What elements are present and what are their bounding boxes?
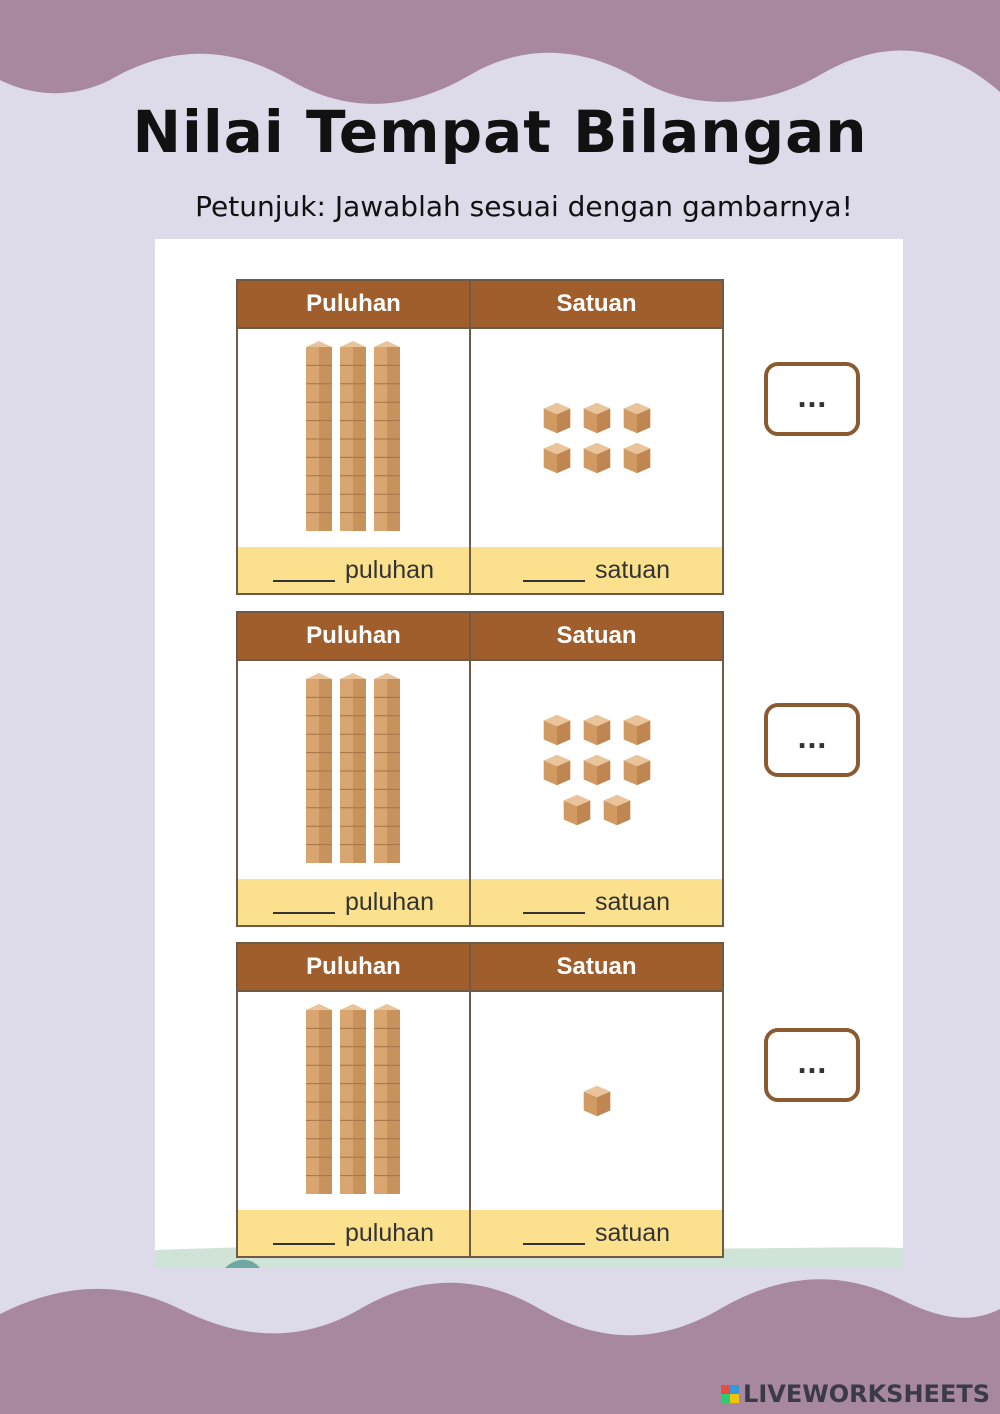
answer-box[interactable]: ...: [764, 362, 860, 436]
column-divider: [469, 613, 471, 925]
ones-answer-line[interactable]: satuan: [471, 879, 722, 925]
tens-footer-label: puluhan: [345, 555, 434, 584]
place-value-table: Puluhan Satuan puluhan satuan: [236, 611, 724, 927]
ones-footer-label: satuan: [594, 1218, 671, 1247]
unit-cube: [543, 714, 570, 746]
unit-cube: [583, 714, 610, 746]
unit-cube: [603, 794, 630, 826]
bottom-wave-decoration: [0, 1279, 1000, 1414]
ones-answer-line[interactable]: satuan: [471, 1210, 722, 1256]
logo-text: LIVEWORKSHEETS: [743, 1380, 990, 1408]
tens-rod: [340, 1004, 366, 1194]
unit-cube: [583, 402, 610, 434]
tens-answer-line[interactable]: puluhan: [238, 879, 469, 925]
tens-rod: [374, 1004, 400, 1194]
unit-cube: [583, 1085, 610, 1117]
place-value-table: Puluhan Satuan puluhan satuan: [236, 942, 724, 1258]
blank-line[interactable]: [273, 890, 335, 914]
unit-cube: [583, 442, 610, 474]
tens-rod: [374, 673, 400, 863]
unit-cube: [623, 754, 650, 786]
blank-line[interactable]: [273, 1221, 335, 1245]
logo-icon: [721, 1385, 740, 1403]
place-value-table: Puluhan Satuan puluhan satuan: [236, 279, 724, 595]
header-divider: [238, 990, 722, 992]
tens-answer-line[interactable]: puluhan: [238, 1210, 469, 1256]
tens-header: Puluhan: [238, 281, 469, 327]
unit-cube: [623, 442, 650, 474]
ones-header: Satuan: [471, 613, 722, 659]
tens-rod: [306, 673, 332, 863]
answer-box[interactable]: ...: [764, 703, 860, 777]
tens-footer-label: puluhan: [345, 887, 434, 916]
unit-cube: [543, 442, 570, 474]
unit-cube: [623, 402, 650, 434]
unit-cube: [583, 754, 610, 786]
header-divider: [238, 659, 722, 661]
page-title: Nilai Tempat Bilangan: [132, 98, 868, 166]
ones-cubes: [471, 329, 722, 547]
ones-footer-label: satuan: [594, 887, 671, 916]
header-divider: [238, 327, 722, 329]
ones-answer-line[interactable]: satuan: [471, 547, 722, 593]
blank-line[interactable]: [273, 558, 335, 582]
ones-header: Satuan: [471, 281, 722, 327]
liveworksheets-logo: LIVEWORKSHEETS: [721, 1380, 990, 1408]
tens-header: Puluhan: [238, 613, 469, 659]
ones-footer-label: satuan: [594, 555, 671, 584]
ones-cubes: [471, 661, 722, 879]
instruction-text: Petunjuk: Jawablah sesuai dengan gambarn…: [195, 190, 853, 223]
tens-rod: [340, 341, 366, 531]
blank-line[interactable]: [522, 1221, 585, 1245]
top-wave-decoration: [0, 0, 1000, 104]
ones-header: Satuan: [471, 944, 722, 990]
answer-box[interactable]: ...: [764, 1028, 860, 1102]
tens-rod: [374, 341, 400, 531]
column-divider: [469, 944, 471, 1256]
unit-cube: [543, 754, 570, 786]
blank-line[interactable]: [522, 558, 585, 582]
tens-rod: [306, 1004, 332, 1194]
tens-header: Puluhan: [238, 944, 469, 990]
ones-cubes: [471, 992, 722, 1210]
tens-answer-line[interactable]: puluhan: [238, 547, 469, 593]
tens-footer-label: puluhan: [345, 1218, 434, 1247]
blank-line[interactable]: [522, 890, 585, 914]
unit-cube: [623, 714, 650, 746]
unit-cube: [563, 794, 590, 826]
tens-rod: [340, 673, 366, 863]
column-divider: [469, 281, 471, 593]
tens-rod: [306, 341, 332, 531]
unit-cube: [543, 402, 570, 434]
